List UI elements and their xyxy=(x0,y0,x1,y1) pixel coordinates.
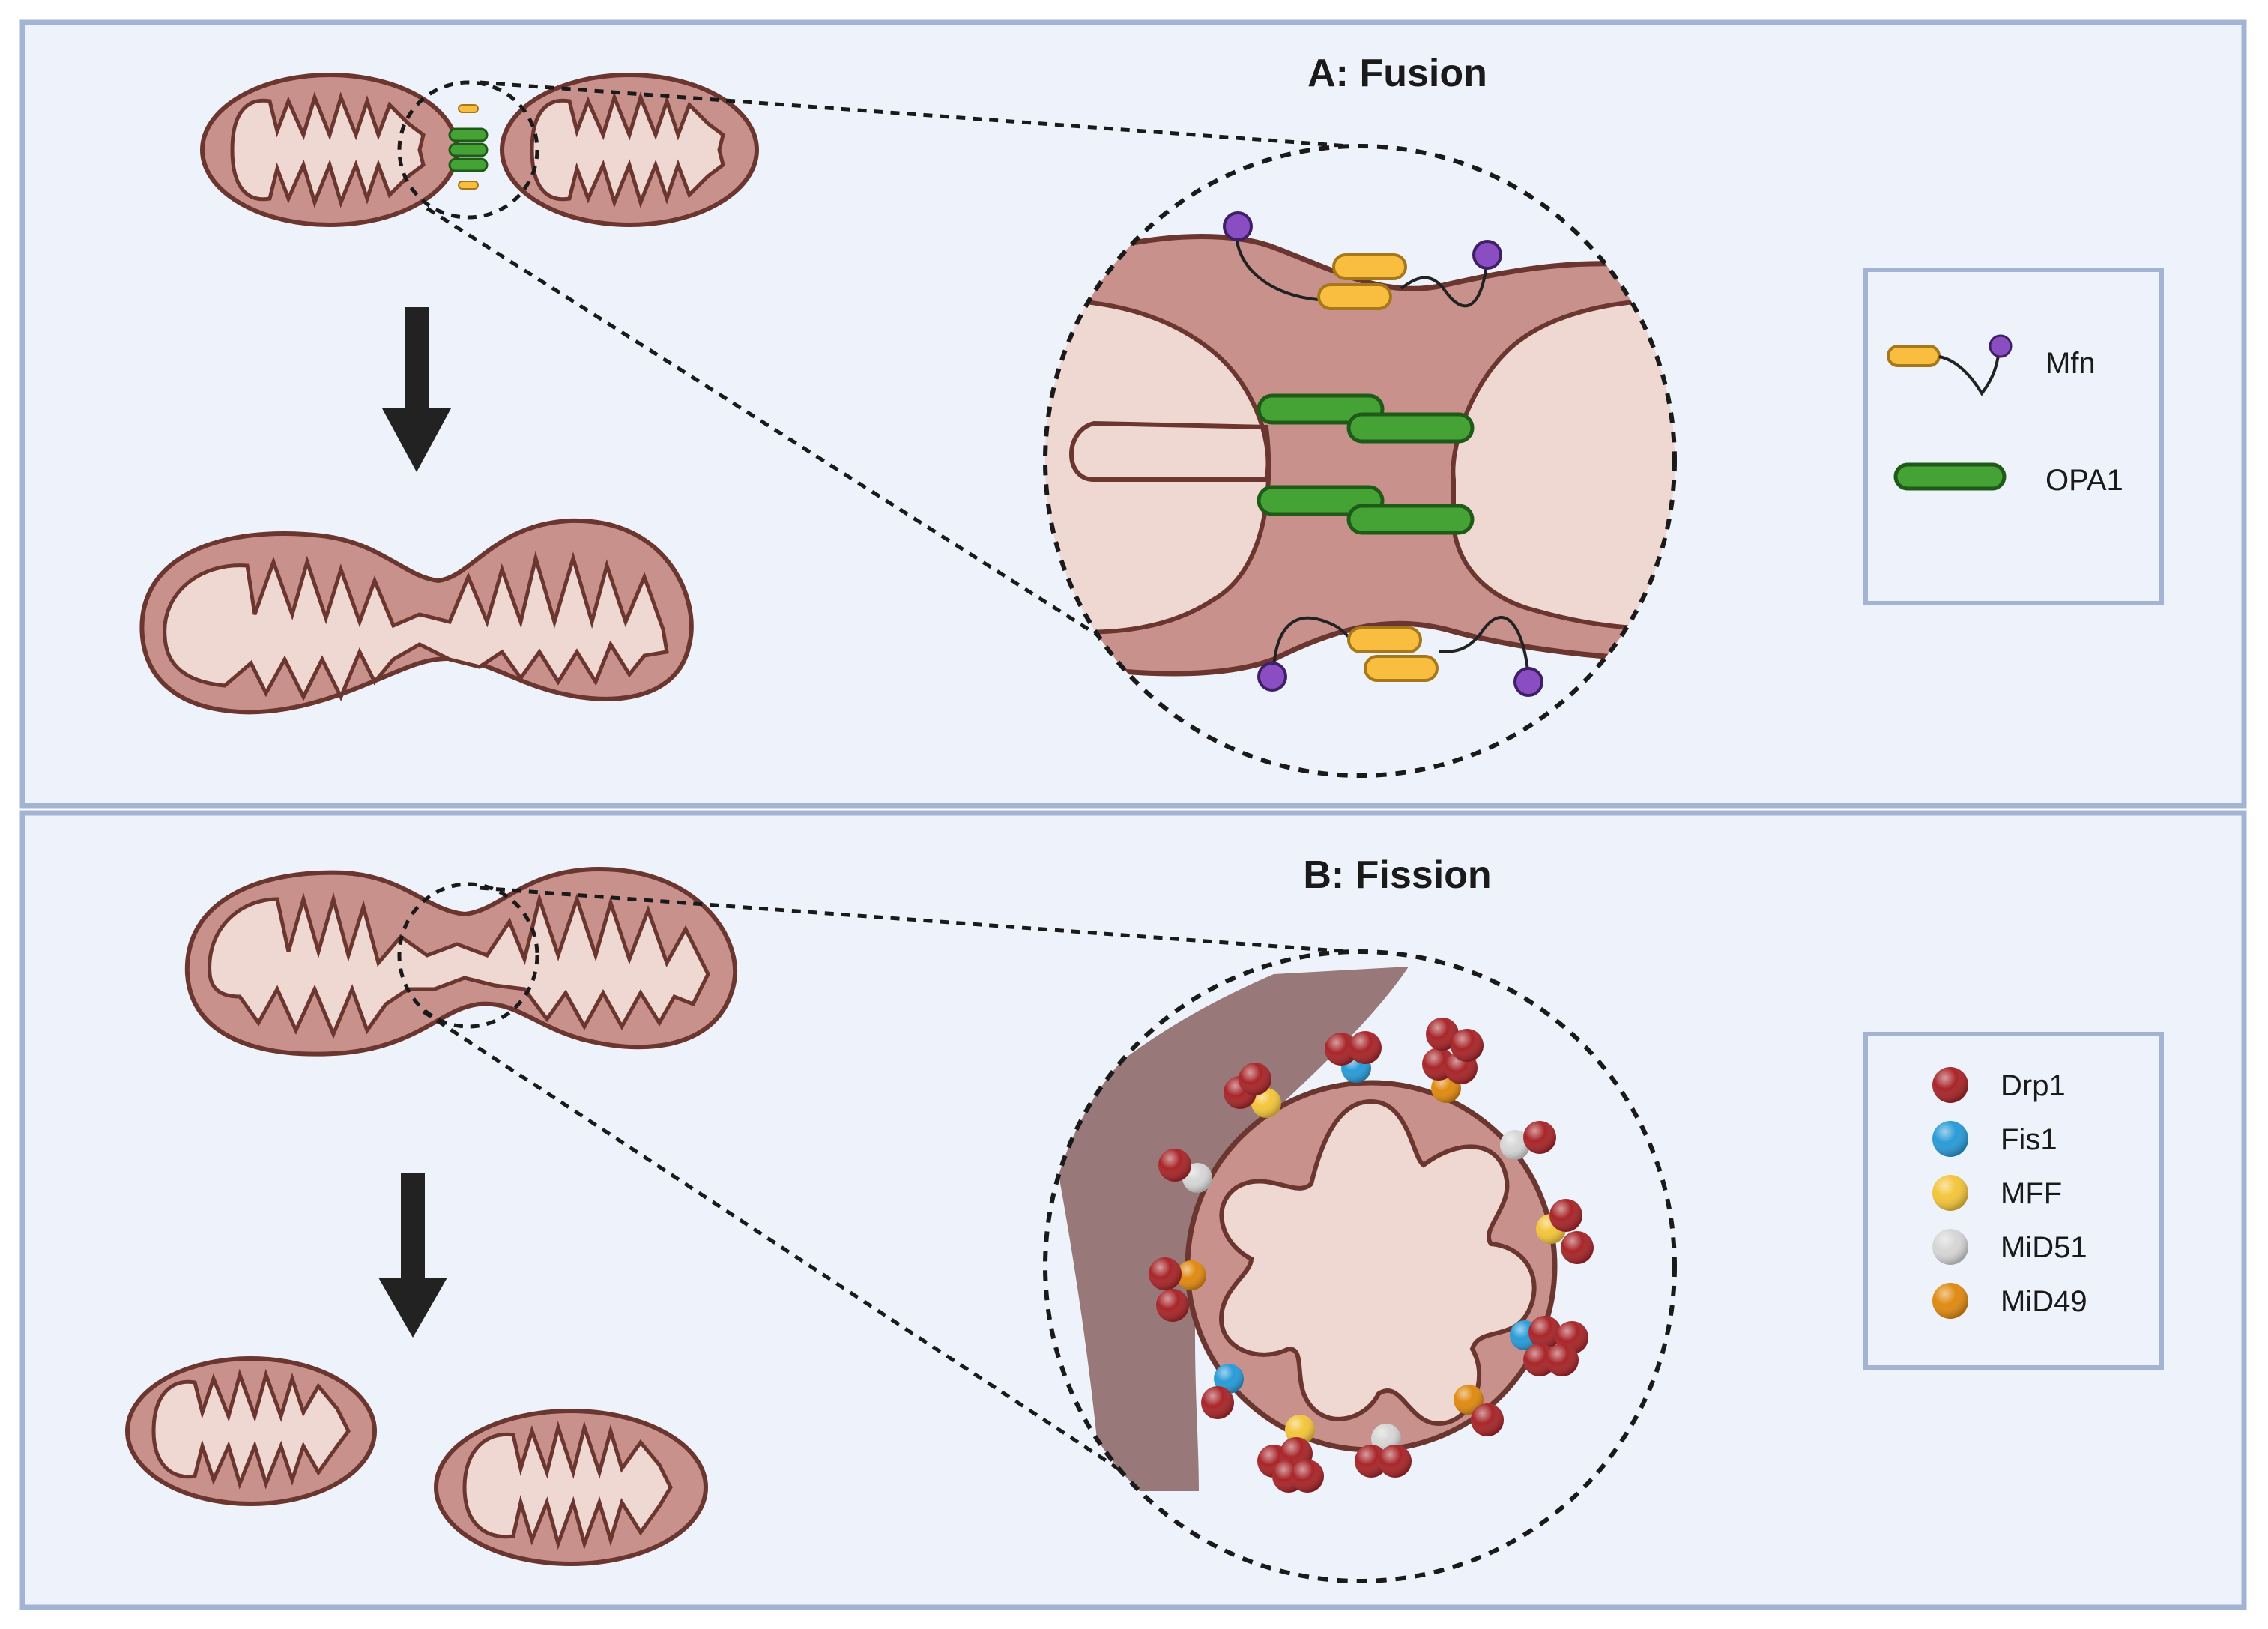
mfn-head xyxy=(1223,211,1253,241)
left-cristae xyxy=(230,91,426,208)
opa1-protein xyxy=(1257,485,1385,516)
opa1-small xyxy=(448,157,489,172)
mfn-icon xyxy=(1887,334,2013,396)
fission-legend: Drp1 Fis1 MFF MiD51 MiD49 xyxy=(1863,1032,2164,1370)
opa1-small xyxy=(448,127,489,142)
opa1-protein xyxy=(1346,412,1475,444)
fission-arrow-icon xyxy=(378,1173,447,1338)
fused-mitochondrion xyxy=(139,518,694,715)
mfn-head xyxy=(1513,667,1543,697)
legend-label-drp1: Drp1 xyxy=(2001,1069,2066,1102)
fusion-legend-box xyxy=(1863,268,2164,605)
zoom-region-marker xyxy=(397,80,539,220)
mfn-protein xyxy=(1364,655,1439,682)
zoom-line-bottom xyxy=(426,206,1125,654)
legend-label-fis1: Fis1 xyxy=(2001,1123,2057,1156)
opa1-small xyxy=(448,142,489,157)
left-inner-membrane xyxy=(1045,297,1271,635)
fusion-zoom-circle xyxy=(1043,144,1677,778)
opa1-protein xyxy=(1346,504,1475,535)
fission-title: B: Fission xyxy=(1303,853,1491,897)
fusion-legend: Mfn OPA1 xyxy=(1863,268,2164,605)
pre-fission-mitochondrion xyxy=(184,866,738,1057)
legend-label-mff: MFF xyxy=(2001,1177,2062,1210)
zoom-line-bottom xyxy=(422,1009,1125,1475)
legend-label-mid49: MiD49 xyxy=(2001,1285,2087,1318)
daughter-mitochondria xyxy=(125,1356,708,1566)
fusion-arrow-icon xyxy=(382,307,451,472)
fission-legend-box xyxy=(1863,1032,2164,1370)
fusion-panel: A: Fusion xyxy=(19,19,2247,809)
legend-label-opa1: OPA1 xyxy=(2045,464,2123,497)
pre-fusion-mitochondria xyxy=(200,73,759,227)
mfn-protein xyxy=(1332,253,1407,280)
legend-label-mid51: MiD51 xyxy=(2001,1231,2087,1264)
opa1-protein xyxy=(1257,393,1385,425)
mfn-small xyxy=(458,104,479,113)
zoom-line-top xyxy=(479,886,1349,954)
endoplasmic-reticulum xyxy=(1049,967,1409,1491)
zoom-region-marker xyxy=(397,882,539,1029)
fusion-title: A: Fusion xyxy=(1307,52,1487,95)
legend-label-mfn: Mfn xyxy=(2045,347,2096,380)
zoom-line-top xyxy=(479,80,1349,148)
opa1-icon xyxy=(1893,462,2007,491)
mfn-protein xyxy=(1317,283,1392,310)
fission-panel: B: Fission xyxy=(19,810,2247,1610)
right-inner-membrane xyxy=(1451,297,1675,632)
mfn-protein xyxy=(1347,626,1422,653)
mfn-head xyxy=(1257,662,1287,692)
fission-zoom-view xyxy=(1043,949,1677,1583)
right-cristae xyxy=(530,91,725,208)
mfn-head xyxy=(1472,240,1502,270)
cristae xyxy=(1218,1098,1537,1427)
fusion-zoom-view xyxy=(1043,144,1677,778)
mfn-small xyxy=(458,181,479,190)
fission-proteins xyxy=(1149,1018,1594,1493)
fission-zoom-circle xyxy=(1043,949,1677,1583)
